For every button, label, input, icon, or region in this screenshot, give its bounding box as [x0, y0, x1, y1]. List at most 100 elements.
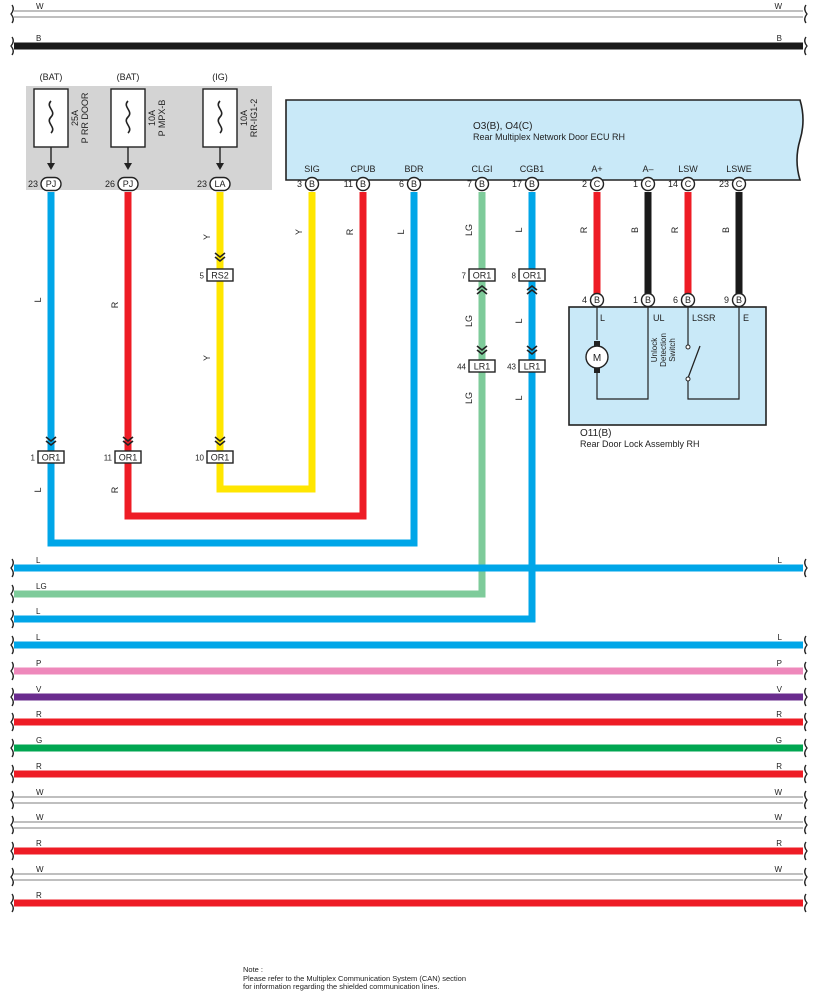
bottom-bus-11-brace-right [804, 815, 808, 835]
wire-bdr-l [47, 192, 418, 547]
ecu-code: O3(B), O4(C) [473, 121, 532, 132]
bottom-bus-6-brace-right [804, 687, 808, 707]
bottom-bus-12-brace-left [10, 841, 14, 861]
ecu-terminal-8-circle [680, 176, 696, 192]
conn-or1-11-name: OR1 [119, 453, 138, 463]
fuse-element-icon-3 [217, 100, 223, 134]
conn-or1-7-pin: 7 [462, 272, 467, 281]
bottom-bus-7-brace-right [804, 712, 808, 732]
conn-lr1-44-pin: 44 [457, 363, 466, 372]
ecu-box [285, 99, 804, 181]
conn-lr1-43-box [518, 359, 546, 373]
lock-terminal-1-conn: B [594, 295, 600, 305]
wire-label-sig: Y [294, 229, 304, 235]
bottom-bus-label-right-4: L [778, 633, 783, 642]
lock-terminal-label-1: L [600, 313, 605, 323]
switch-label-3: Switch [668, 338, 677, 362]
ecu-terminal-9-circle [731, 176, 747, 192]
conn-rs2-chev-a [214, 252, 226, 259]
wire-label-below-or1-11: R [110, 486, 120, 493]
bottom-bus-label-right-11: W [774, 813, 782, 822]
bottom-bus-label-right-13: W [774, 865, 782, 874]
wire-label-cgb1-lower: L [514, 395, 524, 400]
conn-lr1-43-name: LR1 [524, 362, 541, 372]
bottom-bus-12-brace-right [804, 841, 808, 861]
fuse-connector-1-conn: PJ [46, 179, 57, 189]
bottom-bus-14-brace-left [10, 893, 14, 913]
wire-label-cgb1-mid: L [514, 318, 524, 323]
note-title: Note : [243, 965, 264, 974]
bottom-bus-6-brace-left [10, 687, 14, 707]
bottom-bus-13-brace-right [804, 867, 808, 887]
bottom-bus-13-brace-left [10, 867, 14, 887]
ecu-terminal-pin-9: 23 [719, 179, 729, 189]
bottom-bus-label-left-2: LG [36, 582, 47, 591]
note-block: Note : Please refer to the Multiplex Com… [243, 965, 563, 992]
conn-or1-8-pin: 8 [512, 272, 517, 281]
bottom-bus-label-right-1: L [778, 556, 783, 565]
lock-terminal-pin-4: 9 [724, 295, 729, 305]
bottom-bus-label-right-8: G [776, 736, 782, 745]
wire-label-lsw: R [670, 226, 680, 233]
fuse-supply-2: (BAT) [117, 72, 140, 82]
conn-lr1-44-chev-b [476, 349, 488, 356]
bottom-bus-3-brace-left [10, 609, 14, 629]
lock-terminal-label-3: LSSR [692, 313, 716, 323]
bottom-bus-label-left-12: R [36, 839, 42, 848]
lock-terminal-label-4: E [743, 313, 749, 323]
fuse-rating-1: 25A [70, 110, 80, 126]
lock-terminal-label-2: UL [653, 313, 665, 323]
wire-label-a-plus: R [579, 226, 589, 233]
conn-or1-10-name: OR1 [211, 453, 230, 463]
conn-or1-7-box [468, 268, 496, 282]
bottom-bus-10-brace-left [10, 790, 14, 810]
fuse-connector-3-conn: LA [214, 179, 225, 189]
ecu-terminal-8-conn: C [685, 179, 692, 189]
conn-lr1-44-chev-a [476, 345, 488, 352]
ecu-terminal-5-conn: B [529, 179, 535, 189]
conn-or1-7-chev-a [476, 288, 488, 295]
conn-or1-10-chev-a [214, 436, 226, 443]
wire-cpub-r [124, 192, 367, 520]
lock-terminal-pin-1: 4 [582, 295, 587, 305]
ecu-name: Rear Multiplex Network Door ECU RH [473, 132, 625, 142]
ecu-terminal-4-circle [474, 176, 490, 192]
lock-terminal-4-circle [731, 292, 747, 308]
top-bus-2-brace-right [804, 36, 808, 56]
ecu-terminal-3-conn: B [411, 179, 417, 189]
conn-lr1-43-chev-b [526, 349, 538, 356]
top-bus-1-brace-left [10, 4, 14, 24]
bottom-bus-label-left-11: W [36, 813, 44, 822]
bottom-bus-9-brace-right [804, 764, 808, 784]
conn-or1-1-chev-a [45, 436, 57, 443]
conn-or1-8-name: OR1 [523, 271, 542, 281]
wire-label-ig-upper: Y [202, 234, 212, 240]
fuse-arrow-2 [124, 163, 132, 170]
conn-lr1-44-box [468, 359, 496, 373]
conn-or1-11-pin: 11 [104, 454, 113, 463]
wire-label-cgb1-upper: L [514, 227, 524, 232]
motor-lead-bottom [596, 307, 649, 400]
bottom-bus-label-left-3: L [36, 607, 41, 616]
top-bus-label-right-2: B [777, 34, 782, 43]
bottom-bus-label-left-8: G [36, 736, 42, 745]
conn-or1-11-chev-b [122, 440, 134, 447]
conn-or1-10-box [206, 450, 234, 464]
bottom-bus-label-left-5: P [36, 659, 41, 668]
bottom-bus-2-brace-left [10, 584, 14, 604]
bottom-bus-14-brace-right [804, 893, 808, 913]
wire-cgb1-l [14, 192, 536, 623]
bottom-bus-label-right-12: R [776, 839, 782, 848]
fuse-element-icon-1 [48, 100, 54, 134]
bottom-bus-label-right-7: R [776, 710, 782, 719]
bottom-bus-10-brace-right [804, 790, 808, 810]
bottom-bus-label-left-7: R [36, 710, 42, 719]
bottom-bus-label-right-10: W [774, 788, 782, 797]
ecu-terminal-pin-7: 1 [633, 179, 638, 189]
switch-blade [687, 345, 701, 379]
conn-or1-10-chev-b [214, 440, 226, 447]
ecu-terminal-6-conn: C [594, 179, 601, 189]
bottom-bus-label-left-10: W [36, 788, 44, 797]
fuse-rating-2: 10A [147, 110, 157, 126]
fuse-connector-3-oval [209, 176, 231, 192]
